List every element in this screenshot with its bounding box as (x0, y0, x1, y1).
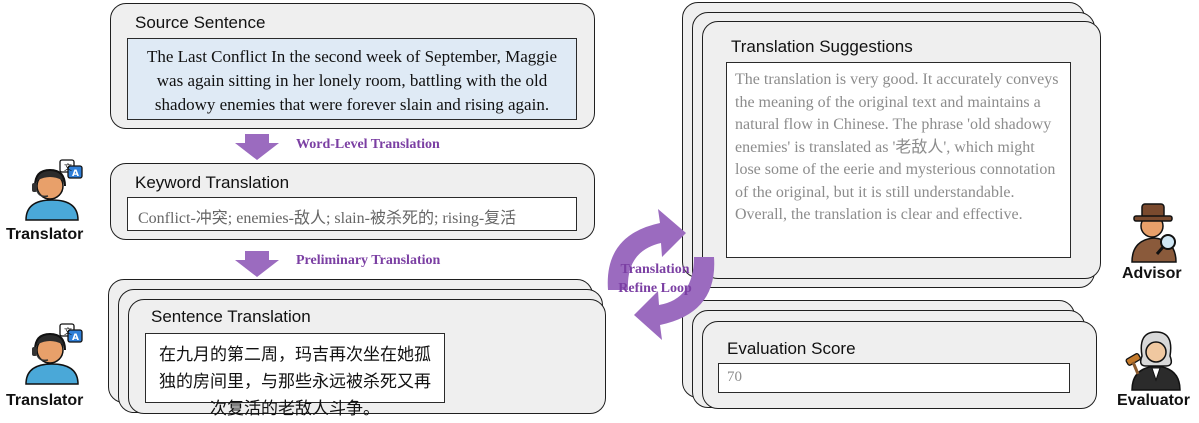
sentence-title: Sentence Translation (151, 307, 311, 326)
svg-text:文: 文 (64, 326, 72, 336)
keyword-title: Keyword Translation (135, 173, 290, 192)
refine-loop-label: Translation Refine Loop (605, 260, 705, 298)
evaluation-card: Evaluation Score 70 (702, 321, 1097, 409)
evaluation-title: Evaluation Score (727, 339, 856, 358)
down-arrow-icon (235, 134, 279, 160)
evaluator-icon (1125, 331, 1181, 391)
keyword-card: Keyword Translation Conflict-冲突; enemies… (110, 163, 595, 240)
refine-loop-arrows-icon (607, 209, 715, 340)
translator-icon: 文 A (25, 323, 83, 385)
source-title: Source Sentence (135, 13, 266, 32)
svg-text:A: A (72, 169, 79, 179)
suggestions-text: The translation is very good. It accurat… (726, 62, 1071, 258)
source-text: The Last Conflict In the second week of … (127, 38, 577, 120)
sentence-card: Sentence Translation 在九月的第二周，玛吉再次坐在她孤独的房… (128, 299, 606, 419)
advisor-icon (1131, 203, 1177, 263)
advisor-label: Advisor (1122, 265, 1182, 282)
suggestions-card: Translation Suggestions The translation … (702, 21, 1101, 279)
suggestions-title: Translation Suggestions (731, 37, 913, 56)
refine-loop-line2: Refine Loop (618, 281, 692, 296)
svg-text:文: 文 (64, 162, 72, 172)
translator-label-top: Translator (6, 226, 84, 243)
sentence-text: 在九月的第二周，玛吉再次坐在她孤独的房间里，与那些永远被杀死又再次复活的老敌人斗… (145, 333, 445, 419)
translator-label-bottom: Translator (6, 392, 84, 409)
preliminary-label: Preliminary Translation (296, 253, 441, 268)
source-card: Source Sentence The Last Conflict In the… (110, 3, 595, 129)
word-level-label: Word-Level Translation (296, 137, 440, 152)
keyword-text: Conflict-冲突; enemies-敌人; slain-被杀死的; ris… (127, 197, 577, 231)
translator-icon: 文 A (25, 159, 83, 221)
svg-text:A: A (72, 333, 79, 343)
evaluation-score: 70 (718, 363, 1070, 393)
refine-loop-line1: Translation (620, 262, 690, 277)
evaluator-label: Evaluator (1117, 392, 1190, 409)
down-arrow-icon (235, 251, 279, 277)
